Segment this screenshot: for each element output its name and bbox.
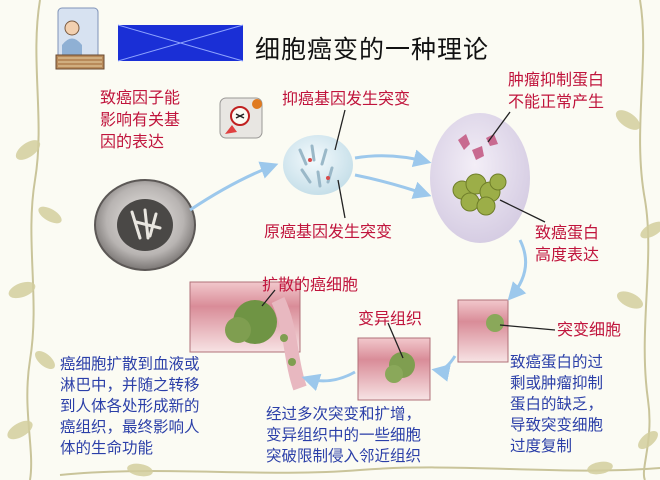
arrow-genes-to-oncoprotein: [354, 173, 432, 199]
cell-with-chromosomes: [94, 179, 196, 271]
carcinogen-hazard-icon: [219, 97, 263, 139]
label-line: 不能正常产生: [508, 92, 605, 111]
label-line: 影响有关基: [100, 110, 181, 129]
label-suppressor-gene-mutation: 抑癌基因发生突变: [282, 89, 411, 108]
description-middle: 经过多次突变和扩增， 变异组织中的一些细胞 突破限制侵入邻近组织: [266, 404, 421, 467]
description-line: 经过多次突变和扩增，: [266, 405, 422, 423]
label-carcinogen-factor: 致癌因子能 影响有关基 因的表达: [100, 87, 180, 153]
altered-tissue-block: [357, 337, 431, 401]
label-pointer-lines: [261, 109, 556, 359]
person-reading-icon: [55, 7, 105, 70]
arrow-mutant-to-altered: [431, 355, 457, 382]
spread-cancer-tissue: [189, 281, 307, 391]
arrow-protein-to-mutant: [507, 239, 528, 301]
label-protooncogene-mutation: 原癌基因发生突变: [264, 222, 393, 241]
description-line: 淋巴中，并随之转移: [60, 376, 200, 394]
label-mutant-cell: 突变细胞: [557, 320, 622, 339]
label-line: 致癌蛋白: [535, 223, 600, 242]
label-altered-tissue: 变异组织: [358, 309, 423, 328]
flow-arrows: [189, 149, 528, 391]
protein-bubble: [430, 113, 530, 243]
arrow-cell-to-genes: [189, 161, 279, 212]
description-line: 导致突变细胞: [510, 416, 604, 434]
arrow-altered-to-spread: [301, 370, 356, 391]
label-suppressor-protein: 肿瘤抑制蛋白 不能正常产生: [508, 69, 604, 113]
description-left: 癌细胞扩散到血液或 淋巴中，并随之转移 到人体各处形成新的 癌组织，最终影响人 …: [60, 354, 200, 459]
label-line: 因的表达: [100, 132, 165, 151]
description-right: 致癌蛋白的过 剩或肿瘤抑制 蛋白的缺乏， 导致突变细胞 过度复制: [510, 352, 603, 457]
label-spread-cancer-cells: 扩散的癌细胞: [262, 275, 359, 294]
description-line: 剩或肿瘤抑制: [510, 374, 604, 392]
label-line: 致癌因子能: [100, 88, 181, 107]
description-line: 变异组织中的一些细胞: [266, 426, 422, 444]
gene-mutation-bubble: [283, 135, 353, 195]
description-line: 癌组织，最终影响人: [60, 418, 200, 436]
description-line: 突破限制侵入邻近组织: [266, 447, 422, 465]
arrow-genes-to-suppressor: [354, 149, 432, 168]
description-line: 过度复制: [510, 437, 573, 455]
description-line: 到人体各处形成新的: [60, 397, 200, 415]
page-title: 细胞癌变的一种理论: [255, 35, 490, 64]
mutant-cell-tissue: [457, 299, 509, 363]
label-line: 肿瘤抑制蛋白: [508, 70, 605, 89]
label-oncoprotein: 致癌蛋白 高度表达: [535, 222, 599, 266]
description-line: 体的生命功能: [60, 439, 154, 457]
description-line: 蛋白的缺乏，: [510, 395, 604, 413]
description-line: 癌细胞扩散到血液或: [60, 355, 200, 373]
label-line: 高度表达: [535, 245, 600, 264]
placeholder-image-box: [117, 24, 244, 62]
description-line: 致癌蛋白的过: [510, 353, 604, 371]
